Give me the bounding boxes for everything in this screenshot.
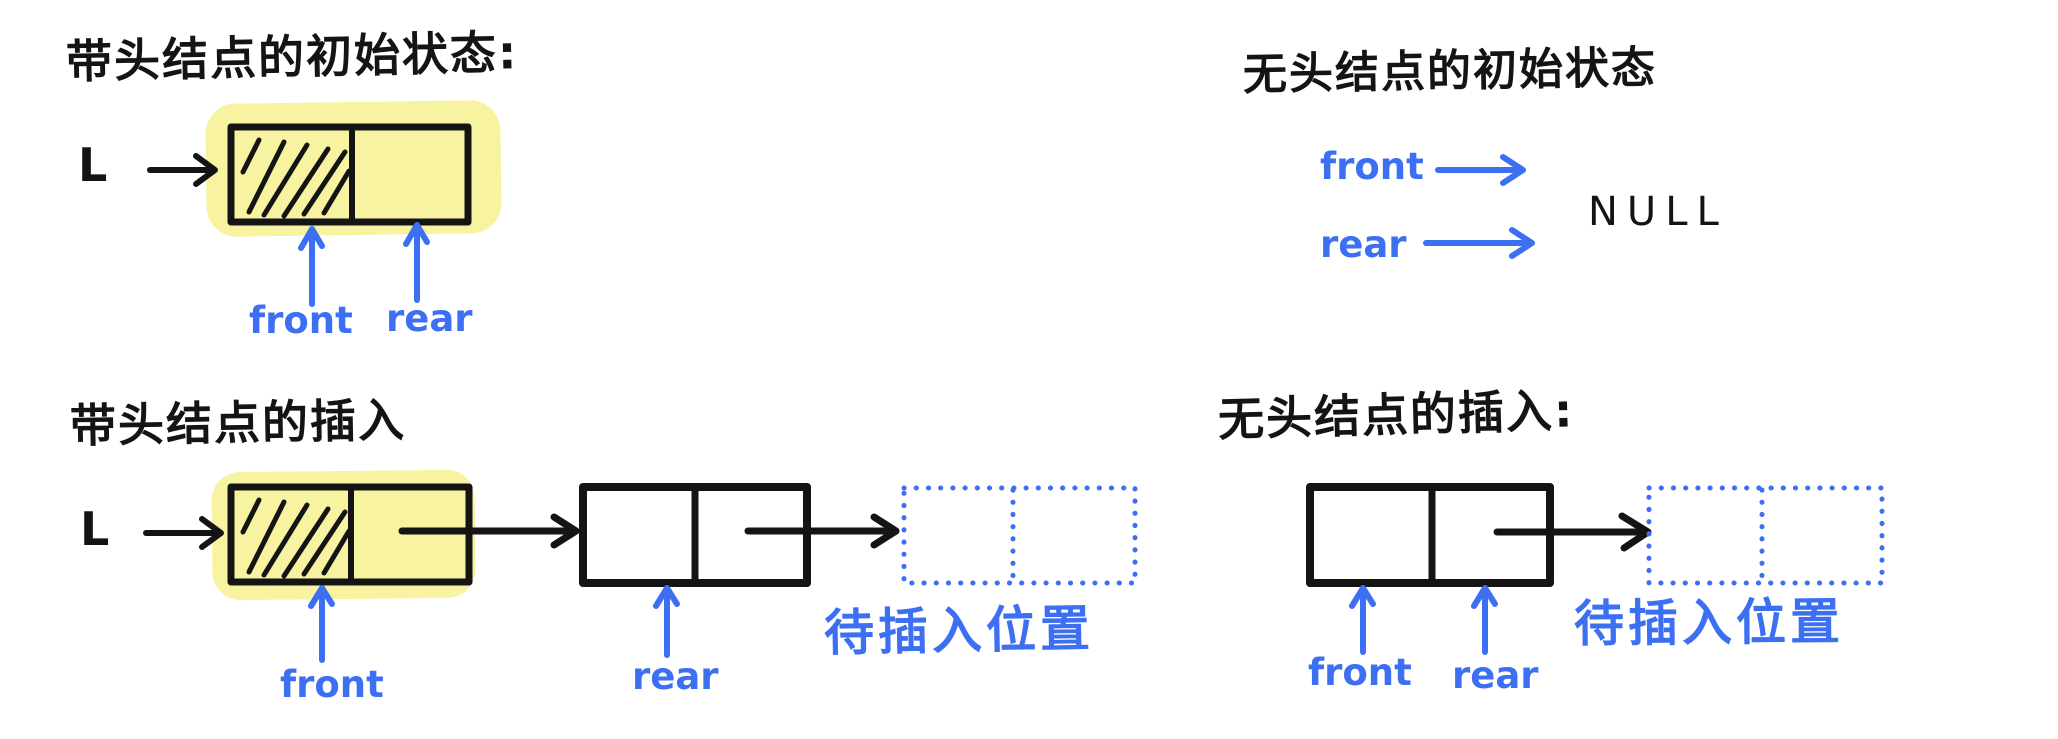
section-title-no-head-initial: 无头结点的初始状态 [1242,42,1658,101]
null-value-label: NULL [1588,189,1728,235]
front-pointer-label: front [1320,145,1424,188]
hatch-pattern [240,497,352,579]
rear-pointer-label: rear [632,655,719,698]
front-pointer-label: front [249,299,353,342]
no-head-initial-diagram [1423,154,1535,259]
highlight-marker [211,469,476,601]
next-link-arrow-icon [744,513,900,549]
pending-node-box [901,485,1138,586]
rear-pointer-label: rear [1452,654,1539,697]
front-pointer-arrow-icon [308,585,335,663]
insert-position-label: 待插入位置 [1573,592,1845,654]
head-insert-diagram [143,469,1138,663]
rear-pointer-label: rear [386,297,473,340]
rear-pointer-label: rear [1320,223,1407,266]
front-pointer-label: front [1308,651,1412,694]
rear-pointer-arrow-icon [653,585,680,658]
rear-pointer-arrow-icon [1471,585,1498,655]
rear-pointer-arrow-icon [403,222,430,303]
no-head-insert-diagram [1306,483,1885,655]
rear-null-arrow-icon [1423,227,1535,259]
hatch-pattern [240,137,352,219]
l-pointer-arrow-icon [143,516,224,550]
list-pointer-label: L [80,502,110,556]
front-null-arrow-icon [1435,154,1526,186]
next-link-arrow-icon [398,513,580,549]
front-pointer-arrow-icon [1349,585,1376,655]
section-title-head-insert: 带头结点的插入 [69,393,407,453]
front-pointer-arrow-icon [298,226,325,307]
l-pointer-arrow-icon [147,153,218,187]
section-title-head-initial: 带头结点的初始状态: [65,25,519,89]
front-pointer-label: front [280,663,384,706]
section-title-no-head-insert: 无头结点的插入: [1217,383,1576,447]
head-initial-diagram [147,100,502,307]
pending-node-box [1646,485,1885,586]
list-pointer-label: L [78,138,108,192]
insert-position-label: 待插入位置 [823,599,1095,663]
